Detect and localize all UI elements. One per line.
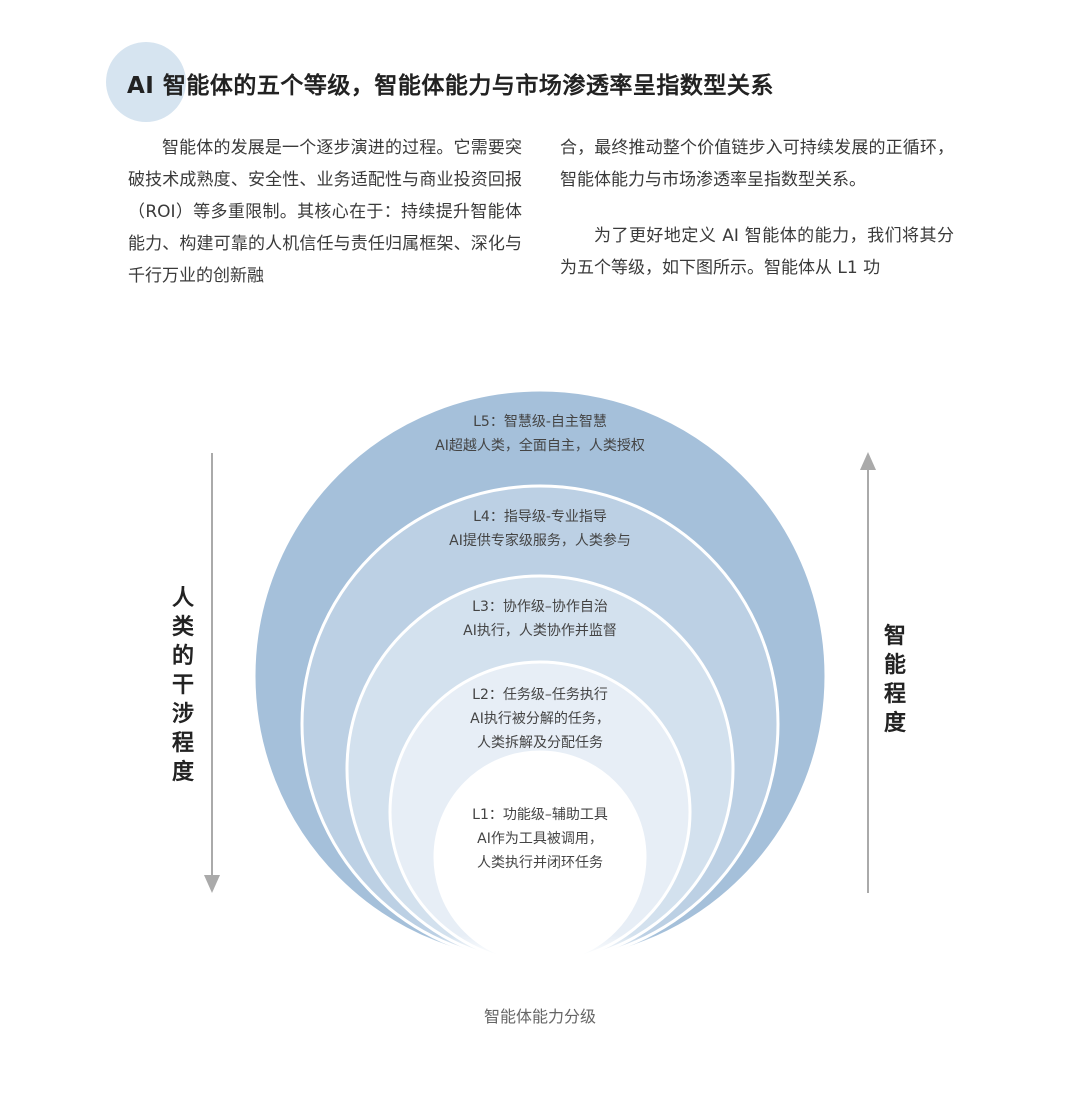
level-name: L2：任务级–任务执行	[472, 687, 608, 703]
level-label-l4: L4：指导级-专业指导 AI提供专家级服务，人类参与	[390, 505, 690, 553]
level-description: AI执行，人类协作并监督	[463, 623, 617, 639]
level-description: AI执行被分解的任务，	[470, 711, 610, 727]
paragraph: 智能体的发展是一个逐步演进的过程。它需要突破技术成熟度、安全性、业务适配性与商业…	[128, 138, 522, 286]
figure-caption: 智能体能力分级	[483, 1007, 596, 1026]
paragraph-column-right: 合，最终推动整个价值链步入可持续发展的正循环，智能体能力与市场渗透率呈指数型关系…	[560, 132, 954, 284]
paragraph: 合，最终推动整个价值链步入可持续发展的正循环，智能体能力与市场渗透率呈指数型关系…	[560, 138, 954, 190]
level-description: AI提供专家级服务，人类参与	[449, 533, 631, 549]
bottom-fade	[200, 935, 880, 980]
paragraph-column-left: 智能体的发展是一个逐步演进的过程。它需要突破技术成熟度、安全性、业务适配性与商业…	[128, 132, 522, 292]
level-name: L3：协作级–协作自治	[472, 599, 608, 615]
level-description: 人类拆解及分配任务	[477, 735, 603, 751]
level-description: 人类执行并闭环任务	[477, 855, 603, 871]
level-description: AI超越人类，全面自主，人类授权	[435, 438, 645, 454]
left-axis-label: 人类的干涉程度	[171, 586, 194, 785]
level-label-l5: L5：智慧级-自主智慧 AI超越人类，全面自主，人类授权	[390, 410, 690, 458]
right-axis-label: 智能程度	[883, 624, 906, 736]
level-label-l3: L3：协作级–协作自治 AI执行，人类协作并监督	[390, 595, 690, 643]
level-label-l2: L2：任务级–任务执行 AI执行被分解的任务， 人类拆解及分配任务	[390, 683, 690, 755]
level-description: AI作为工具被调用，	[477, 831, 603, 847]
section-title: AI 智能体的五个等级，智能体能力与市场渗透率呈指数型关系	[127, 73, 774, 99]
level-diagram	[200, 388, 880, 980]
level-label-l1: L1：功能级–辅助工具 AI作为工具被调用， 人类执行并闭环任务	[390, 803, 690, 875]
level-name: L4：指导级-专业指导	[473, 509, 607, 525]
paragraph: 为了更好地定义 AI 智能体的能力，我们将其分为五个等级，如下图所示。智能体从 …	[560, 226, 954, 278]
level-name: L5：智慧级-自主智慧	[473, 414, 607, 430]
title-decoration-circle	[106, 42, 186, 122]
level-name: L1：功能级–辅助工具	[472, 807, 608, 823]
